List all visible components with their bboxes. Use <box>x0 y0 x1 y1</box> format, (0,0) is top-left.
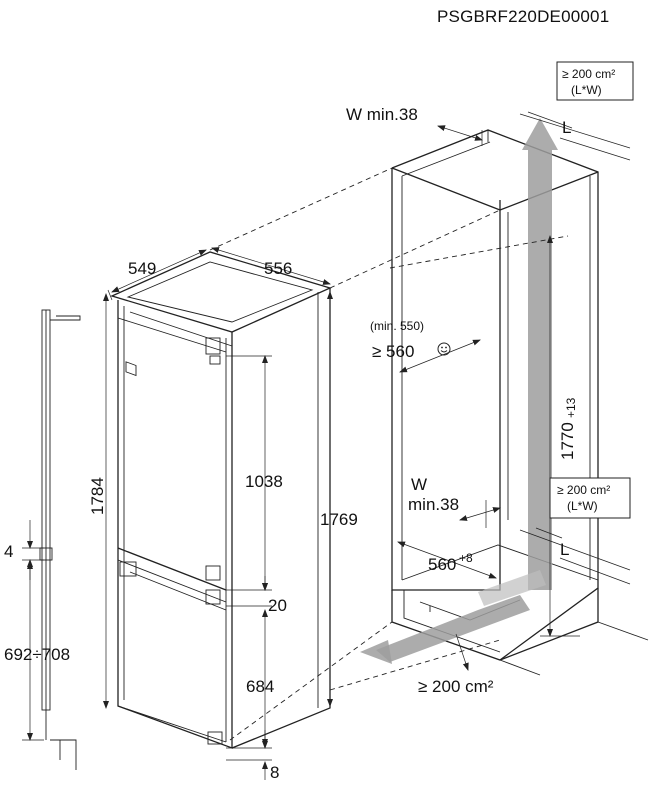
door-profile <box>39 309 81 770</box>
niche-height-dim: 1770 +13 <box>540 235 580 637</box>
min-550-label: (min. 550) <box>370 319 424 333</box>
vent-bottom-line1: ≥ 200 cm² <box>557 483 610 497</box>
vent-bottom-box <box>549 477 631 519</box>
lower-range-label: 692÷708 <box>4 645 70 664</box>
ge-560-label: ≥ 560 <box>372 342 414 361</box>
niche-height-tol: +13 <box>564 397 578 418</box>
appliance-height-dims: 1784 1769 1038 20 684 8 <box>88 291 358 782</box>
airflow-in-arrow <box>376 595 530 662</box>
vent-bottom-line2: (L*W) <box>567 499 598 513</box>
floor-vent-dim: ≥ 200 cm² <box>418 633 494 696</box>
gap-4-label: 4 <box>4 542 13 561</box>
upper-door-label: 1038 <box>245 472 283 491</box>
plinth-8-label: 8 <box>270 763 279 782</box>
product-code: PSGBRF220DE00001 <box>437 7 609 26</box>
vent-top-line2: (L*W) <box>571 83 602 97</box>
airflow-up-arrow <box>522 118 558 590</box>
niche-width-dim: 560 +8 <box>397 541 497 579</box>
depth-549-label: 549 <box>128 259 156 278</box>
l-bottom-label: L <box>560 540 569 559</box>
appliance-top-dims: 549 556 <box>107 247 331 301</box>
vent-top-line1: ≥ 200 cm² <box>562 67 615 81</box>
door-profile-dims: 4 692÷708 <box>4 520 70 741</box>
niche-width-label: 560 <box>428 555 456 574</box>
overall-height-label: 1784 <box>88 477 107 515</box>
niche <box>391 129 649 676</box>
vent-top-box <box>556 61 634 101</box>
niche-depth-dim: (min. 550) ≥ 560 <box>370 319 481 373</box>
niche-height-label: 1770 <box>558 422 577 460</box>
floor-vent-label: ≥ 200 cm² <box>418 677 494 696</box>
lower-door-label: 684 <box>246 677 274 696</box>
airflow-arrows <box>360 118 558 664</box>
smiley-icon <box>437 342 451 356</box>
w-bottom-line1: W <box>411 475 427 494</box>
appliance <box>110 251 332 749</box>
w-top-label: W min.38 <box>346 105 418 124</box>
bottom-vent-dims: W min.38 ≥ 200 cm² (L*W) L <box>408 475 631 585</box>
projection-lines <box>209 167 569 741</box>
gap-20-label: 20 <box>268 596 287 615</box>
cabinet-height-label: 1769 <box>320 510 358 529</box>
l-top-label: L <box>562 118 571 137</box>
width-556-label: 556 <box>264 259 292 278</box>
niche-width-tol: +8 <box>459 551 473 565</box>
w-bottom-line2: min.38 <box>408 495 459 514</box>
top-vent-dims: W min.38 L ≥ 200 cm² (L*W) <box>346 61 634 161</box>
